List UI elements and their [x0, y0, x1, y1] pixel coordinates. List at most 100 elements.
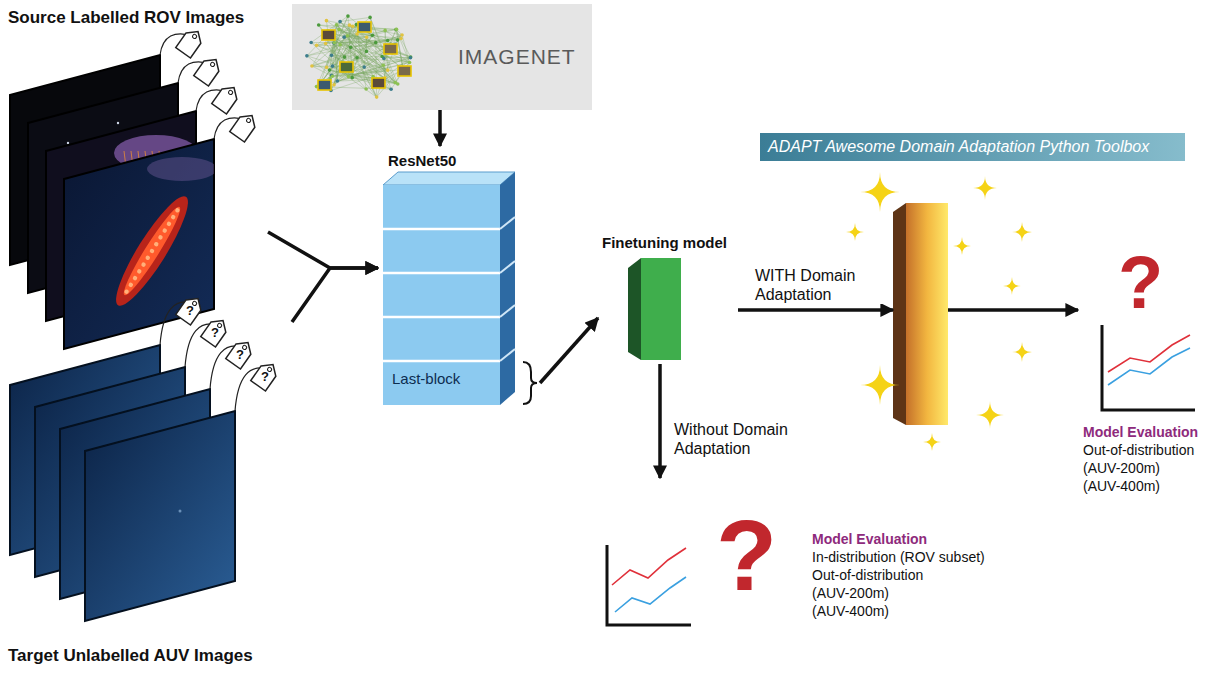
eval-heading: Model Evaluation: [812, 530, 927, 548]
drawing-part: [343, 55, 347, 59]
drawing-part: [346, 14, 350, 18]
drawing-part: [342, 35, 346, 39]
label-tags: [160, 26, 280, 411]
drawing-part: [338, 43, 342, 47]
drawing-part: [312, 66, 332, 76]
drawing-part: [906, 203, 948, 425]
drawing-part: [210, 62, 216, 68]
eval-item: Out-of-distribution: [812, 566, 923, 584]
block-title: Finetuning model: [602, 234, 727, 252]
drawing-part: [1003, 277, 1021, 295]
finetune-block: [628, 258, 681, 360]
question-mark: ?: [1118, 246, 1163, 320]
drawing-part: [1108, 348, 1190, 385]
layer-label: Last-block: [392, 370, 460, 388]
drawing-part: [318, 80, 331, 90]
source-image-stack: [10, 55, 217, 349]
drawing-part: [132, 275, 138, 281]
drawing-part: [372, 78, 385, 88]
drawing-part: [398, 66, 411, 76]
drawing-part: [371, 34, 375, 38]
drawing-part: [340, 62, 353, 72]
drawing-part: [389, 87, 393, 91]
drawing-part: [893, 203, 906, 425]
drawing-part: [201, 315, 231, 347]
drawing-part: [174, 207, 180, 213]
stack-heading: Target Unlabelled AUV Images: [8, 646, 253, 666]
imagenet-panel: [292, 4, 592, 110]
drawing-part: [176, 293, 206, 325]
drawing-part: [976, 401, 1004, 429]
brace: [523, 362, 537, 404]
line-chart: [1102, 325, 1195, 410]
drawing-part: [332, 83, 336, 87]
drawing-part: [400, 33, 404, 37]
drawing-part: [67, 142, 69, 144]
drawing-part: [336, 79, 340, 83]
drawing-part: [117, 122, 119, 124]
toolbox-banner: ADAPT Awesome Domain Adaptation Python T…: [760, 133, 1185, 161]
drawing-part: [194, 54, 224, 86]
drawing-part: [310, 64, 314, 68]
drawing-part: [179, 510, 182, 513]
drawing-part: [145, 255, 151, 261]
drawing-part: [166, 221, 172, 227]
drawing-part: [374, 41, 378, 45]
drawing-part: [246, 118, 252, 124]
drawing-part: [628, 258, 641, 360]
drawing-part: [176, 26, 206, 58]
stack-heading: Source Labelled ROV Images: [8, 8, 244, 28]
drawing-part: [228, 90, 234, 96]
adapted-model-block: ADAPT Awesome Domain Adaptation Python T…: [893, 203, 948, 425]
drawing-part: [383, 272, 500, 275]
eval-item: (AUV-200m): [1083, 459, 1160, 477]
target-image-stack: Target Unlabelled AUV Images: [6, 292, 292, 670]
drawing-part: [337, 28, 341, 32]
imagenet-box: IMAGENET: [292, 4, 592, 110]
eval-heading: Model Evaluation: [1083, 423, 1198, 441]
drawing-part: [355, 56, 359, 60]
arrow-connector: [948, 308, 1078, 312]
drawing-part: [408, 61, 412, 65]
logo-text: IMAGENET: [458, 45, 576, 69]
arrow-connector: [438, 110, 442, 146]
drawing-part: [332, 75, 398, 84]
line-chart: [607, 545, 691, 625]
drawing-part: [338, 20, 342, 24]
drawing-part: [351, 24, 355, 28]
drawing-part: [860, 365, 900, 405]
drawing-part: [311, 43, 395, 83]
eval-item: (AUV-400m): [1083, 477, 1160, 495]
drawing-part: [612, 548, 686, 585]
drawing-part: [382, 57, 386, 61]
drawing-part: [325, 19, 329, 23]
drawing-part: [383, 228, 500, 231]
drawing-part: [358, 22, 371, 32]
drawing-part: [212, 82, 242, 114]
drawing-part: [375, 95, 379, 99]
drawing-part: [317, 23, 321, 27]
drawing-part: [394, 28, 398, 32]
drawing-part: [386, 39, 390, 43]
drawing-part: [500, 261, 515, 273]
drawing-part: [368, 16, 372, 20]
drawing-part: [409, 56, 413, 60]
drawing-part: [327, 43, 335, 68]
eval-item: Out-of-distribution: [1083, 441, 1194, 459]
arrow-connector: [658, 364, 662, 478]
drawing-part: [500, 349, 515, 361]
eval-item: (AUV-400m): [812, 602, 889, 620]
drawing-part: [383, 360, 500, 363]
drawing-part: [349, 46, 353, 50]
drawing-part: [370, 17, 398, 84]
drawing-part: [340, 22, 384, 59]
drawing-part: [500, 172, 515, 405]
drawing-part: [106, 189, 198, 312]
drawing-part: [230, 110, 260, 142]
drawing-part: [339, 29, 410, 57]
drawing-part: [324, 42, 328, 46]
